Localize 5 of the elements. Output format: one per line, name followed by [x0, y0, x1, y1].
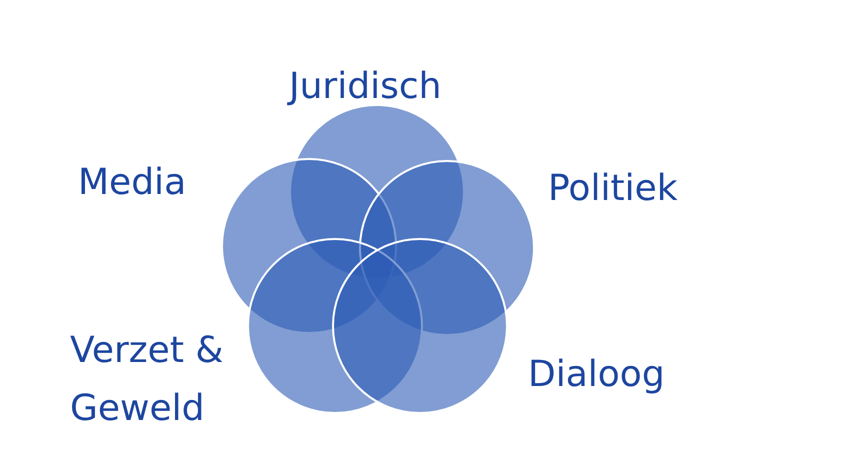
- circle-label: Verzet & Geweld: [70, 329, 224, 431]
- circle-label: Media: [78, 161, 186, 205]
- circle-label: Dialoog: [528, 353, 665, 397]
- circle-label: Politiek: [548, 167, 678, 211]
- circle-label: Juridisch: [289, 65, 442, 109]
